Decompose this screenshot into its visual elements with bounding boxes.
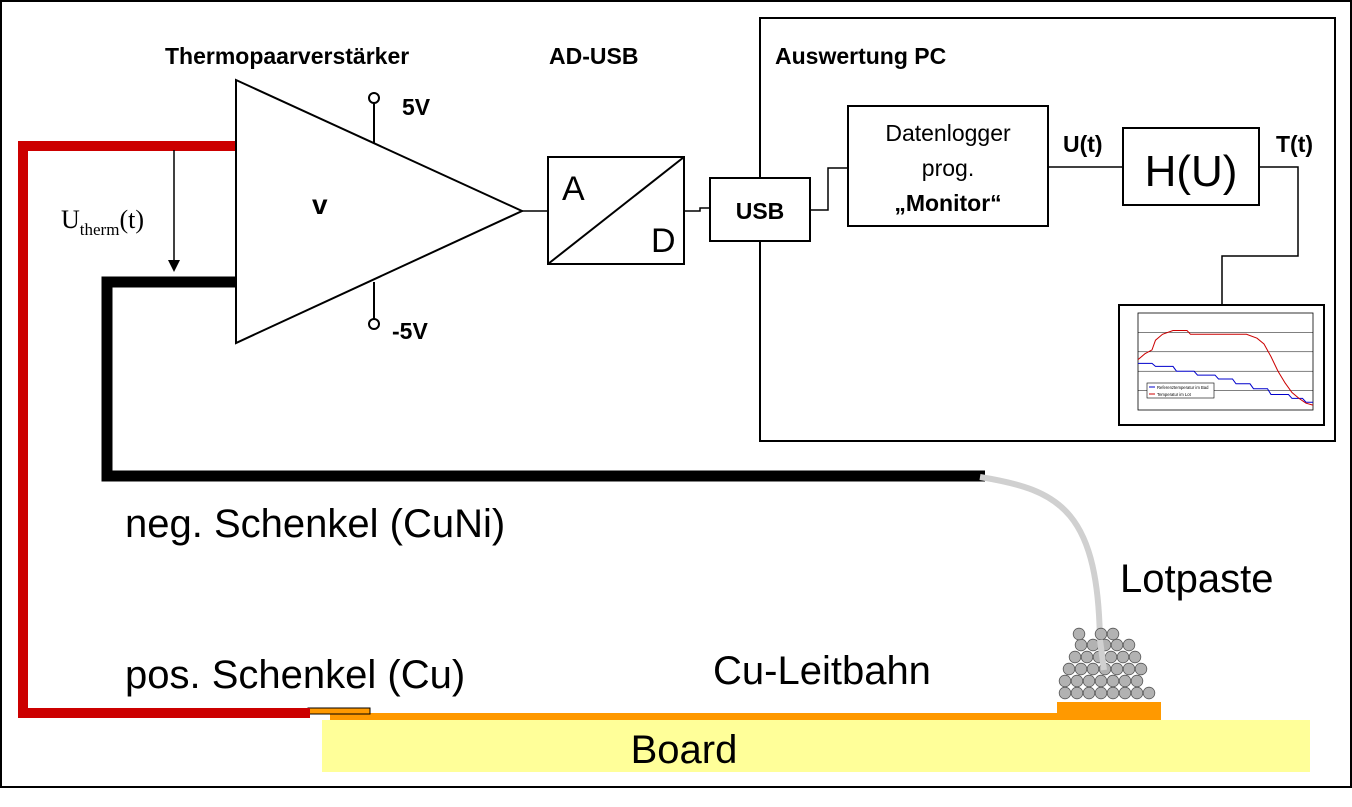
- paste-ball: [1094, 674, 1108, 688]
- paste-ball: [1074, 638, 1088, 652]
- usb-label: USB: [736, 198, 785, 224]
- chart-legend: Referenztemperatur im Bad Temperatur im …: [1146, 382, 1215, 399]
- paste-ball: [1070, 686, 1084, 700]
- probe-wire: [979, 474, 1103, 651]
- adc-diagonal: [547, 156, 685, 265]
- paste-ball: [1058, 674, 1072, 688]
- cu-leg-tip: [307, 707, 371, 715]
- minus5v-label: -5V: [392, 318, 428, 344]
- paste-ball: [1106, 627, 1120, 641]
- positive-leg-wire: [18, 141, 310, 718]
- hu-to-chart-wire: [1221, 166, 1299, 306]
- paste-ball: [1074, 662, 1088, 676]
- adc-d-label: D: [651, 222, 676, 260]
- gain-label: v: [312, 189, 328, 220]
- paste-ball: [1122, 662, 1136, 676]
- ad-usb-title: AD-USB: [549, 43, 638, 69]
- paste-ball: [1086, 662, 1100, 676]
- datalogger-box: [847, 105, 1049, 227]
- paste-ball: [1110, 662, 1124, 676]
- paste-ball: [1082, 674, 1096, 688]
- board-label: Board: [631, 728, 738, 772]
- chart-series: [1137, 330, 1314, 406]
- u-therm-main: U: [61, 205, 80, 234]
- chart-series-line: [1137, 330, 1314, 406]
- plus5v-label: 5V: [402, 94, 431, 120]
- u-therm-label: Utherm(t): [61, 205, 144, 239]
- paste-ball: [1094, 627, 1108, 641]
- minus5v-terminal: [368, 318, 380, 330]
- pc-title: Auswertung PC: [775, 43, 946, 69]
- u-therm-arrow-head: [168, 260, 180, 272]
- paste-ball: [1110, 638, 1124, 652]
- paste-ball: [1118, 686, 1132, 700]
- legend-label-solder: Temperatur im Lot: [1157, 392, 1192, 397]
- u-therm-sub: therm: [80, 220, 120, 239]
- paste-ball: [1116, 650, 1130, 664]
- paste-ball: [1068, 650, 1082, 664]
- paste-ball: [1072, 627, 1086, 641]
- paste-ball: [1080, 650, 1094, 664]
- amplifier-title: Thermopaarverstärker: [165, 43, 409, 69]
- temperature-chart: Referenztemperatur im Bad Temperatur im …: [1118, 304, 1325, 426]
- plus5v-terminal: [368, 92, 380, 104]
- negative-leg-wire: [101, 276, 985, 482]
- solder-pad: [1057, 702, 1161, 720]
- hu-box: [1122, 127, 1260, 206]
- t-of-t-label: T(t): [1276, 131, 1313, 157]
- paste-ball: [1106, 686, 1120, 700]
- adc-a-label: A: [562, 170, 585, 208]
- paste-ball: [1086, 638, 1100, 652]
- paste-ball: [1094, 686, 1108, 700]
- paste-ball: [1062, 662, 1076, 676]
- logger-line2: prog.: [922, 155, 974, 181]
- usb-to-logger-wire: [810, 167, 848, 211]
- cu-trace: [330, 713, 1160, 720]
- logger-line1: Datenlogger: [885, 120, 1011, 146]
- legend-box: [1146, 382, 1215, 399]
- paste-ball: [1128, 650, 1142, 664]
- chart-series-line: [1138, 362, 1313, 403]
- paste-ball: [1070, 674, 1084, 688]
- board: [322, 720, 1310, 772]
- paste-ball: [1118, 674, 1132, 688]
- paste-ball: [1134, 662, 1148, 676]
- adc-to-usb-wire: [684, 207, 710, 212]
- neg-leg-label: neg. Schenkel (CuNi): [125, 502, 505, 546]
- paste-ball: [1130, 686, 1144, 700]
- probe-wire-tip: [1097, 639, 1107, 671]
- solder-paste-balls: [1058, 627, 1156, 700]
- paste-ball: [1082, 686, 1096, 700]
- cu-trace-label: Cu-Leitbahn: [713, 649, 931, 693]
- paste-ball: [1058, 686, 1072, 700]
- u-therm-tail: (t): [119, 205, 144, 234]
- u-of-t-label: U(t): [1063, 131, 1103, 157]
- logger-line3: „Monitor“: [894, 190, 1001, 216]
- solder-paste-label: Lotpaste: [1120, 557, 1273, 601]
- paste-ball: [1142, 686, 1156, 700]
- paste-ball: [1130, 674, 1144, 688]
- paste-ball: [1122, 638, 1136, 652]
- paste-ball: [1104, 650, 1118, 664]
- amplifier-triangle: [235, 78, 525, 345]
- h-of-u-label: H(U): [1145, 147, 1238, 196]
- pos-leg-label: pos. Schenkel (Cu): [125, 653, 465, 697]
- legend-label-reference: Referenztemperatur im Bad: [1157, 385, 1209, 390]
- paste-ball: [1106, 674, 1120, 688]
